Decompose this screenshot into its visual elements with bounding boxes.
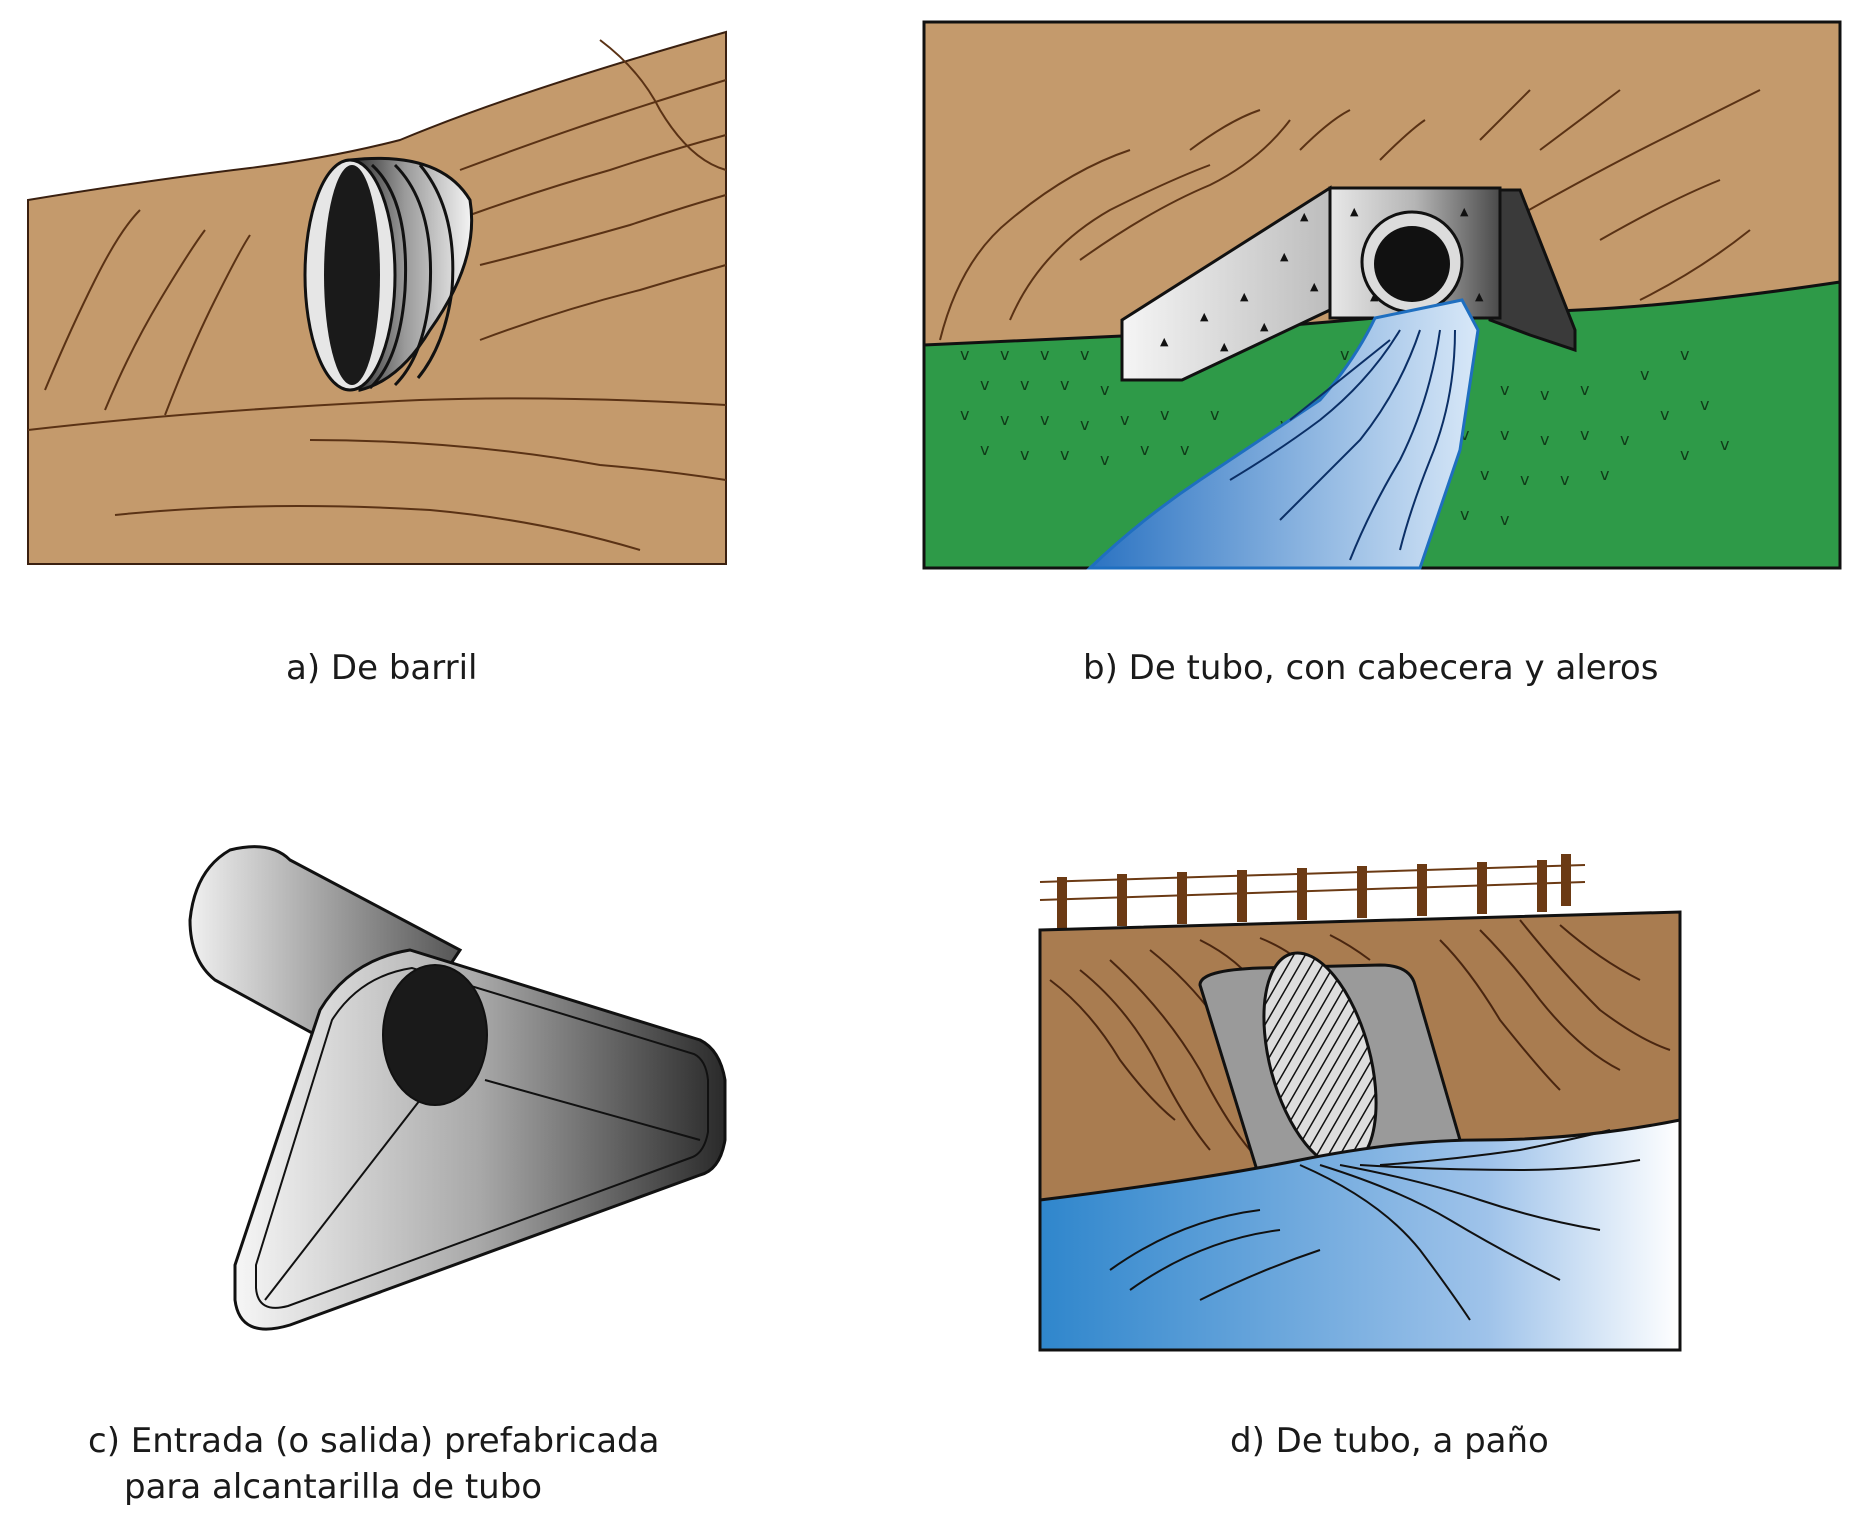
svg-text:v: v: [1060, 375, 1069, 394]
svg-text:▲: ▲: [1220, 340, 1229, 353]
svg-text:v: v: [1160, 405, 1169, 424]
svg-text:v: v: [1500, 425, 1509, 444]
panel-d-illustration: [1000, 820, 1720, 1360]
svg-text:v: v: [1100, 380, 1109, 399]
concrete-specks: ▲ ▲ ▲ ▲ ▲ ▲ ▲ ▲ ▲ ▲ ▲ ▲: [1160, 205, 1484, 353]
svg-text:▲: ▲: [1300, 210, 1309, 223]
svg-text:v: v: [1080, 415, 1089, 434]
end-section: [233, 948, 727, 1331]
concrete-wall: [1198, 951, 1463, 1203]
svg-text:v: v: [1660, 405, 1669, 424]
svg-text:v: v: [980, 375, 989, 394]
svg-text:v: v: [1500, 510, 1509, 529]
svg-text:v: v: [1620, 430, 1629, 449]
svg-text:▲: ▲: [1460, 205, 1469, 218]
soil-texture-lines: [27, 39, 727, 551]
svg-text:v: v: [960, 405, 969, 424]
svg-text:v: v: [1500, 380, 1509, 399]
svg-text:v: v: [1210, 405, 1219, 424]
svg-text:v: v: [1460, 425, 1469, 444]
caption-c: c) Entrada (o salida) prefabricada para …: [88, 1421, 660, 1507]
headwall: [1120, 185, 1577, 382]
svg-text:▲: ▲: [1310, 280, 1319, 293]
water-flow-lines: [1229, 329, 1456, 561]
svg-text:v: v: [1580, 380, 1589, 399]
right-wingwall: [1488, 188, 1577, 353]
svg-text:v: v: [1700, 395, 1709, 414]
svg-text:v: v: [1540, 385, 1549, 404]
svg-text:v: v: [1020, 375, 1029, 394]
svg-text:v: v: [980, 440, 989, 459]
svg-text:v: v: [1640, 365, 1649, 384]
panel-a-illustration: [0, 0, 760, 600]
pipe-opening: [382, 964, 488, 1106]
svg-text:v: v: [1000, 345, 1009, 364]
svg-text:v: v: [1040, 345, 1049, 364]
svg-text:v: v: [1340, 345, 1349, 364]
svg-text:v: v: [1480, 465, 1489, 484]
svg-text:v: v: [1100, 450, 1109, 469]
svg-text:v: v: [1140, 440, 1149, 459]
svg-text:v: v: [1520, 470, 1529, 489]
svg-text:v: v: [1580, 425, 1589, 444]
svg-text:v: v: [1060, 445, 1069, 464]
soil-texture-lines: [1049, 919, 1671, 1151]
left-wingwall: [1120, 185, 1332, 382]
caption-b: b) De tubo, con cabecera y aleros: [1083, 648, 1659, 688]
panel-c-illustration: [0, 780, 800, 1380]
svg-text:v: v: [1540, 430, 1549, 449]
svg-text:▲: ▲: [1280, 250, 1289, 263]
caption-d: d) De tubo, a paño: [1230, 1421, 1549, 1461]
svg-text:v: v: [1080, 345, 1089, 364]
svg-text:v: v: [1040, 410, 1049, 429]
water-flow-lines: [1109, 1129, 1641, 1321]
svg-text:v: v: [1720, 435, 1729, 454]
pipe-opening: [1374, 226, 1450, 302]
svg-text:▲: ▲: [1200, 310, 1209, 323]
svg-text:v: v: [1560, 470, 1569, 489]
svg-text:v: v: [1000, 410, 1009, 429]
svg-text:v: v: [1020, 445, 1029, 464]
svg-text:▲: ▲: [1240, 290, 1249, 303]
water-pool: [1038, 1118, 1682, 1352]
soil-texture-lines: [939, 89, 1761, 341]
svg-text:v: v: [1680, 345, 1689, 364]
svg-text:▲: ▲: [1260, 320, 1269, 333]
svg-text:▲: ▲: [1370, 290, 1379, 303]
svg-text:v: v: [1600, 465, 1609, 484]
svg-text:v: v: [960, 345, 969, 364]
svg-text:v: v: [1120, 410, 1129, 429]
svg-text:v: v: [1180, 440, 1189, 459]
caption-a: a) De barril: [286, 648, 478, 688]
svg-text:v: v: [1460, 505, 1469, 524]
svg-text:v: v: [1680, 445, 1689, 464]
svg-text:▲: ▲: [1350, 205, 1359, 218]
water-stream: [1086, 298, 1480, 570]
svg-text:▲: ▲: [1475, 290, 1484, 303]
barrel-pipe: [303, 156, 474, 392]
svg-text:▲: ▲: [1160, 335, 1169, 348]
fence: [1039, 854, 1586, 929]
